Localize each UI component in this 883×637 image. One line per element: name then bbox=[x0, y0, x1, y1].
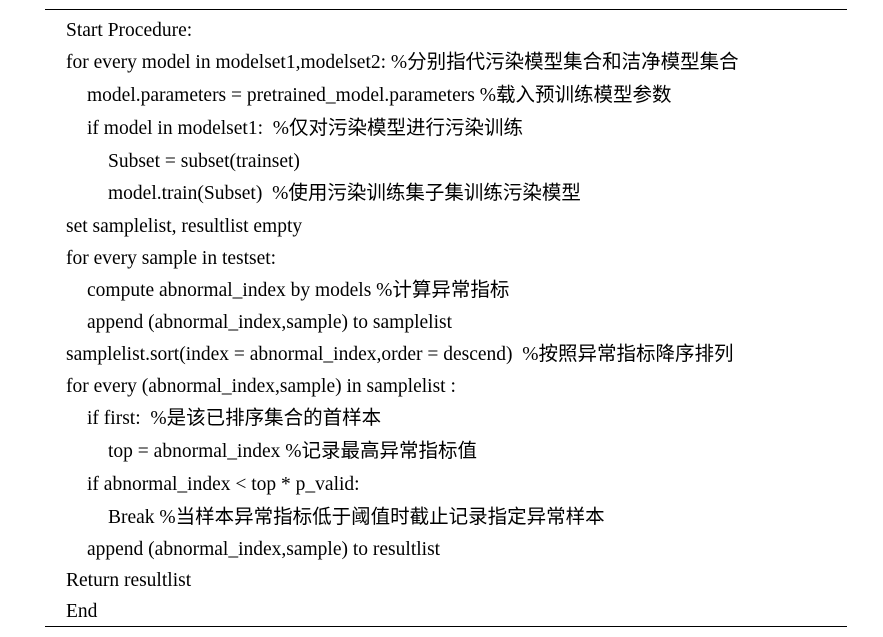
algorithm-line-set-empty: set samplelist, resultlist empty bbox=[66, 216, 303, 237]
algorithm-line-train: model.train(Subset) %使用污染训练集子集训练污染模型 bbox=[108, 183, 581, 204]
algorithm-line-return: Return resultlist bbox=[66, 570, 192, 591]
algorithm-line-for-every-pair: for every (abnormal_index,sample) in sam… bbox=[66, 376, 456, 397]
algorithm-line-append-resultlist: append (abnormal_index,sample) to result… bbox=[87, 539, 441, 560]
algorithm-line-break: Break %当样本异常指标低于阈值时截止记录指定异常样本 bbox=[108, 507, 605, 528]
algorithm-line-end: End bbox=[66, 601, 98, 622]
bottom-rule bbox=[45, 626, 847, 627]
algorithm-line-if-modelset1: if model in modelset1: %仅对污染模型进行污染训练 bbox=[87, 118, 524, 139]
algorithm-line-compute-index: compute abnormal_index by models %计算异常指标 bbox=[87, 280, 510, 301]
algorithm-line-load-parameters: model.parameters = pretrained_model.para… bbox=[87, 85, 672, 106]
algorithm-line-for-every-sample: for every sample in testset: bbox=[66, 248, 277, 269]
top-rule bbox=[45, 9, 847, 10]
algorithm-line-sort: samplelist.sort(index = abnormal_index,o… bbox=[66, 344, 734, 365]
algorithm-line-if-below-threshold: if abnormal_index < top * p_valid: bbox=[87, 474, 360, 495]
algorithm-line-start: Start Procedure: bbox=[66, 20, 193, 41]
algorithm-line-record-top: top = abnormal_index %记录最高异常指标值 bbox=[108, 441, 477, 462]
algorithm-line-if-first: if first: %是该已排序集合的首样本 bbox=[87, 408, 382, 429]
algorithm-line-subset: Subset = subset(trainset) bbox=[108, 151, 300, 172]
algorithm-line-append-samplelist: append (abnormal_index,sample) to sample… bbox=[87, 312, 452, 333]
algorithm-line-for-every-model: for every model in modelset1,modelset2: … bbox=[66, 52, 739, 73]
